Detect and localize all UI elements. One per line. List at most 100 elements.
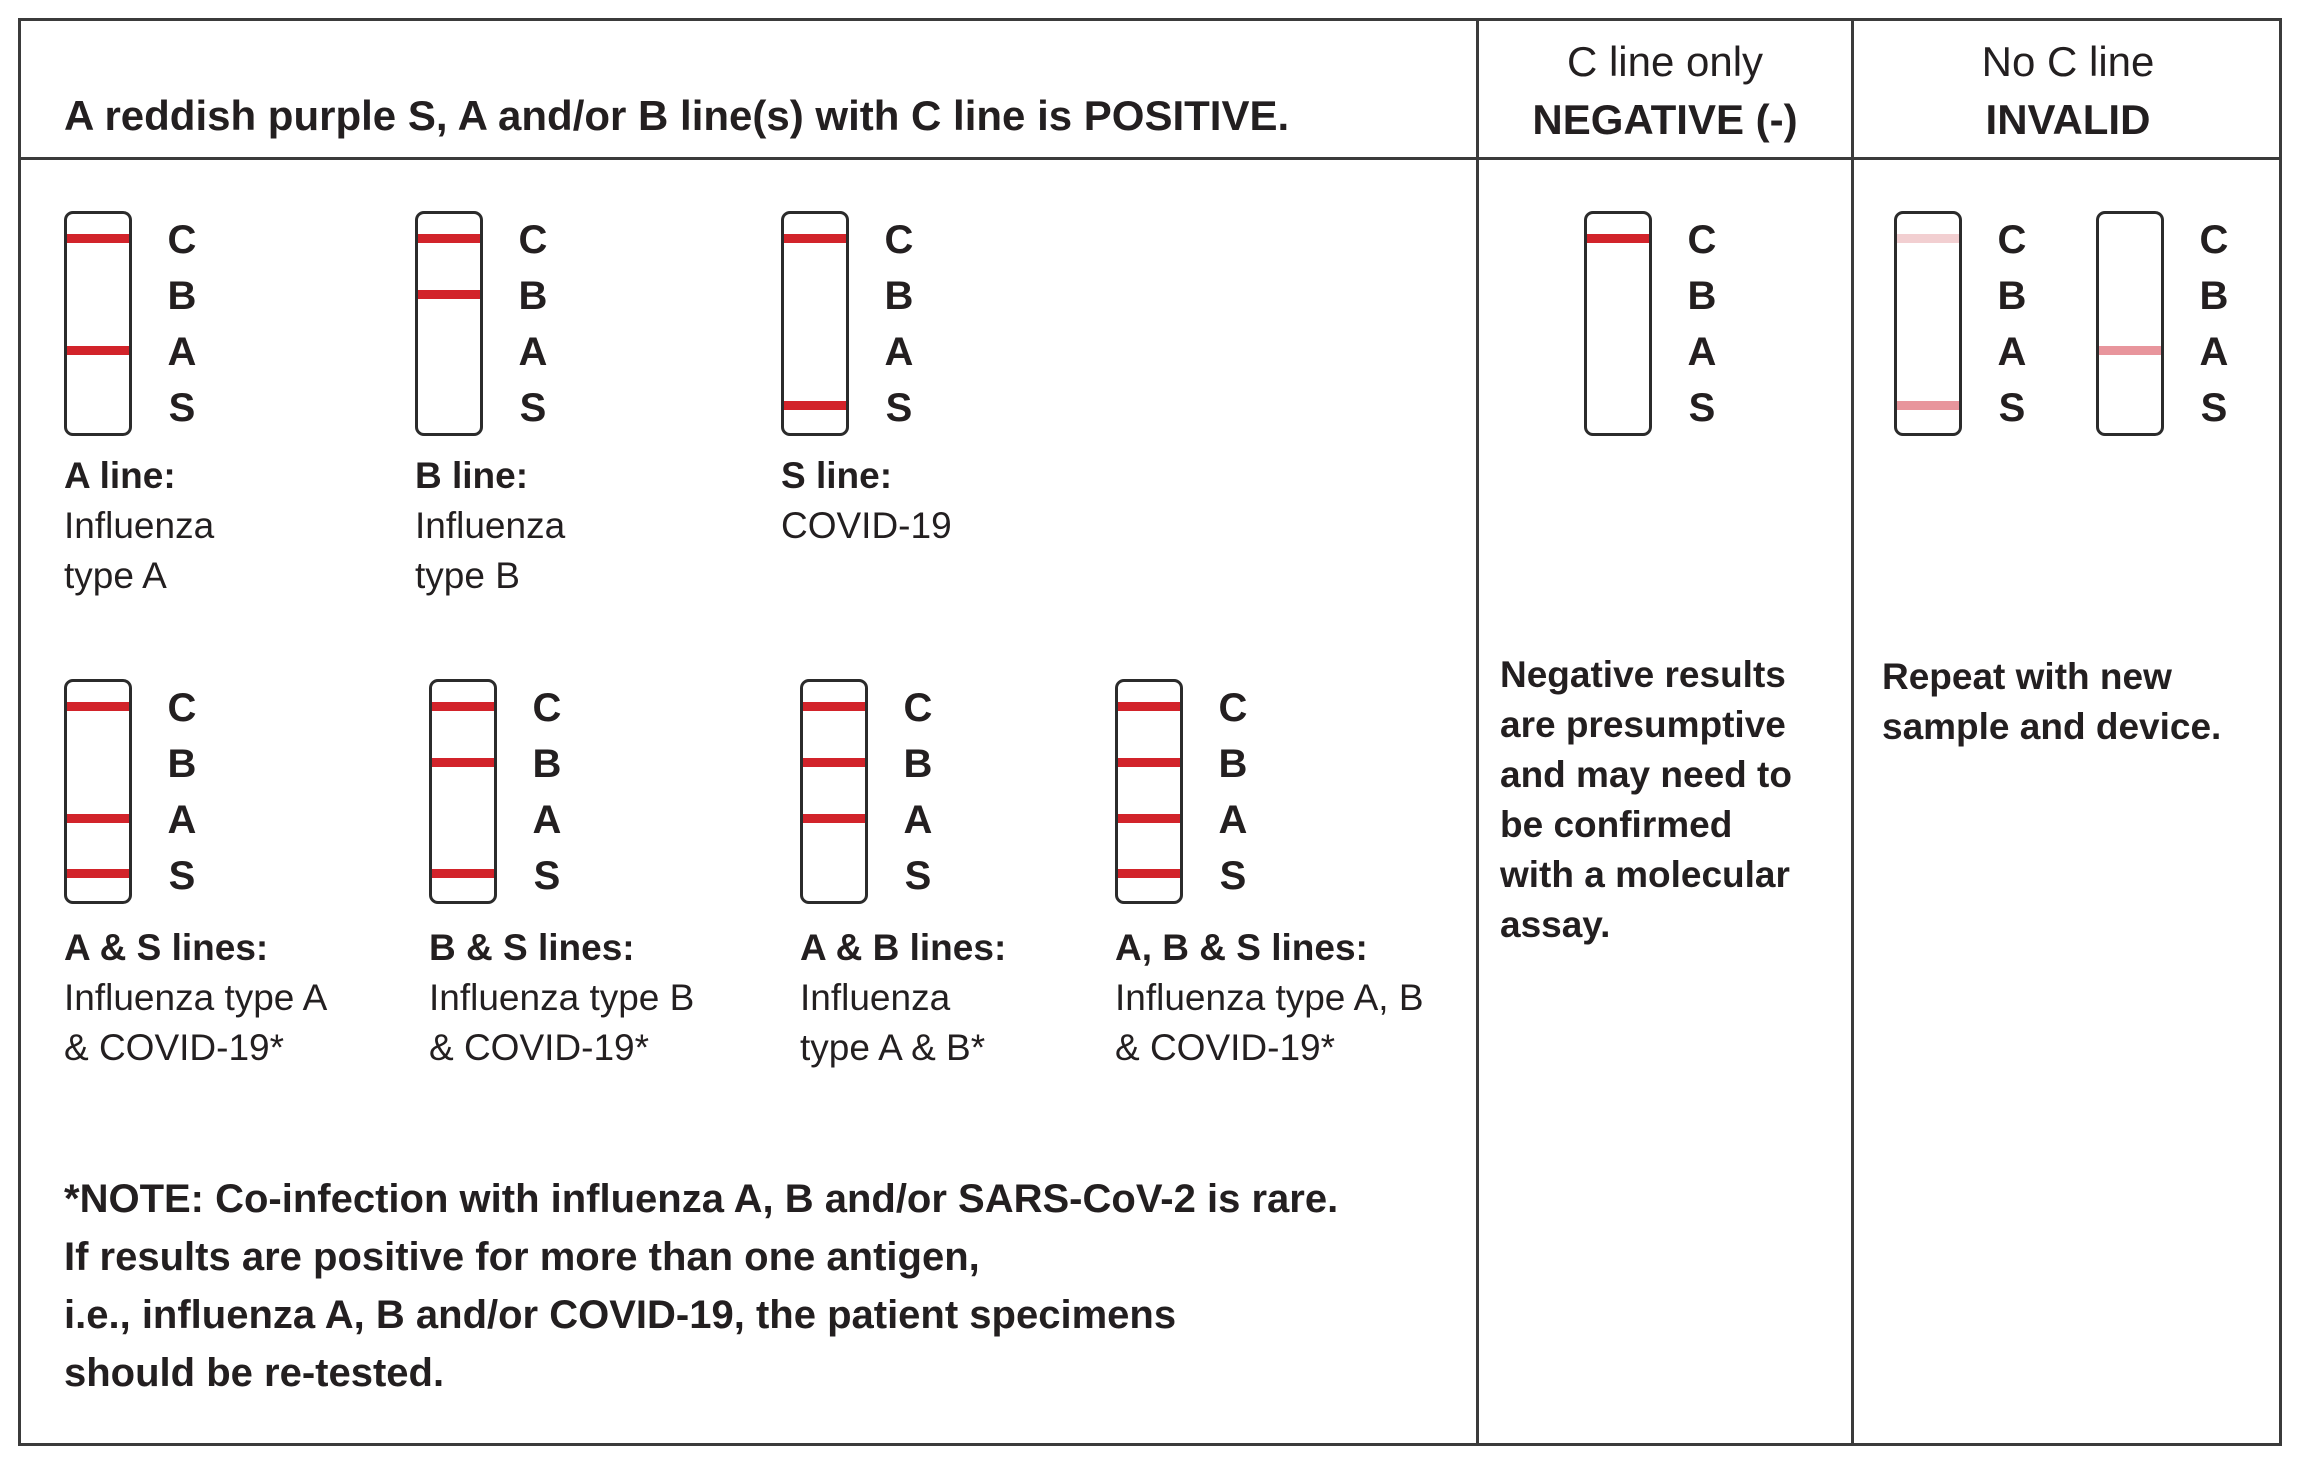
result-caption-line: Influenza type A — [64, 977, 328, 1018]
negative-header-subtitle: C line only — [1566, 38, 1764, 85]
result-caption-line: Influenza type A, B — [1115, 977, 1424, 1018]
result-line-s — [1118, 869, 1180, 878]
strip-letter-a: A — [903, 798, 933, 842]
result-line-a — [2099, 346, 2161, 355]
negative-explanation: Negative results are presumptive and may… — [1500, 650, 1792, 950]
strip-letter-s: S — [168, 386, 196, 430]
result-caption-line: Influenza — [415, 505, 566, 546]
negative-explanation-line: are presumptive — [1500, 704, 1786, 745]
strip-letter-b: B — [518, 274, 548, 318]
result-line-b — [432, 758, 494, 767]
positive-header: A reddish purple S, A and/or B line(s) w… — [64, 92, 1290, 139]
strip-letter-c: C — [2199, 218, 2229, 262]
result-caption-line: Influenza — [64, 505, 215, 546]
result-line-c — [67, 702, 129, 711]
result-line-c — [1897, 234, 1959, 243]
divider-negative — [1476, 18, 1479, 1446]
strip-letter-a: A — [1687, 330, 1717, 374]
result-caption-title: A line: — [64, 455, 176, 496]
result-line-c — [432, 702, 494, 711]
strip-letter-b: B — [1997, 274, 2027, 318]
strip-letter-a: A — [1218, 798, 1248, 842]
invalid-explanation: Repeat with new sample and device. — [1882, 652, 2221, 752]
result-caption-line: & COVID-19* — [429, 1027, 650, 1068]
result-caption-line: type A — [64, 555, 167, 596]
result-caption-line: & COVID-19* — [64, 1027, 285, 1068]
strip-letter-b: B — [2199, 274, 2229, 318]
result-caption-title: A, B & S lines: — [1115, 927, 1368, 968]
result-line-c — [67, 234, 129, 243]
strip-letter-b: B — [1218, 742, 1248, 786]
strip-letter-c: C — [1218, 686, 1248, 730]
result-line-a — [67, 814, 129, 823]
invalid-header-title: INVALID — [1985, 96, 2151, 143]
strip-letter-s: S — [1998, 386, 2026, 430]
coinfection-note: *NOTE: Co-infection with influenza A, B … — [64, 1170, 1338, 1402]
strip-letter-b: B — [532, 742, 562, 786]
results-table-frame — [18, 18, 2282, 1446]
note-line: should be re-tested. — [64, 1351, 445, 1395]
invalid-header-subtitle: No C line — [1981, 38, 2155, 85]
result-caption-title: A & S lines: — [64, 927, 269, 968]
result-caption-title: B & S lines: — [429, 927, 635, 968]
test-strip — [415, 211, 483, 436]
strip-letter-c: C — [884, 218, 914, 262]
test-strip — [429, 679, 497, 904]
result-line-c — [784, 234, 846, 243]
strip-letter-a: A — [167, 330, 197, 374]
result-caption-line: type A & B* — [800, 1027, 986, 1068]
invalid-explanation-line: Repeat with new — [1882, 656, 2172, 697]
strip-letter-s: S — [885, 386, 913, 430]
strip-letter-b: B — [903, 742, 933, 786]
note-line: If results are positive for more than on… — [64, 1235, 980, 1279]
result-caption-title: S line: — [781, 455, 893, 496]
strip-letter-s: S — [168, 854, 196, 898]
strip-letter-s: S — [1688, 386, 1716, 430]
strip-letter-a: A — [884, 330, 914, 374]
result-line-a — [67, 346, 129, 355]
strip-letter-c: C — [167, 686, 197, 730]
result-line-s — [784, 401, 846, 410]
negative-explanation-line: with a molecular — [1500, 854, 1790, 895]
header-divider — [18, 157, 2282, 160]
test-strip — [1584, 211, 1652, 436]
strip-letter-a: A — [1997, 330, 2027, 374]
result-line-s — [67, 869, 129, 878]
test-strip — [64, 211, 132, 436]
test-strip — [1115, 679, 1183, 904]
result-line-a — [1118, 814, 1180, 823]
negative-explanation-line: assay. — [1500, 904, 1611, 945]
strip-letter-s: S — [904, 854, 932, 898]
strip-letter-c: C — [518, 218, 548, 262]
strip-letter-a: A — [2199, 330, 2229, 374]
invalid-explanation-line: sample and device. — [1882, 706, 2222, 747]
result-caption-line: type B — [415, 555, 520, 596]
test-strip — [64, 679, 132, 904]
negative-explanation-line: be confirmed — [1500, 804, 1733, 845]
result-line-a — [803, 814, 865, 823]
result-line-b — [418, 290, 480, 299]
strip-letter-c: C — [1687, 218, 1717, 262]
strip-letter-b: B — [1687, 274, 1717, 318]
strip-letter-a: A — [167, 798, 197, 842]
result-caption-title: B line: — [415, 455, 529, 496]
strip-letter-s: S — [1219, 854, 1247, 898]
strip-letter-c: C — [1997, 218, 2027, 262]
strip-letter-b: B — [167, 274, 197, 318]
result-line-c — [1118, 702, 1180, 711]
test-strip — [781, 211, 849, 436]
test-strip — [800, 679, 868, 904]
strip-letter-s: S — [533, 854, 561, 898]
strip-letter-c: C — [903, 686, 933, 730]
result-line-s — [432, 869, 494, 878]
strip-letter-s: S — [2200, 386, 2228, 430]
result-line-s — [1897, 401, 1959, 410]
result-line-c — [1587, 234, 1649, 243]
result-line-c — [803, 702, 865, 711]
result-caption-line: Influenza — [800, 977, 951, 1018]
result-caption-line: Influenza type B — [429, 977, 695, 1018]
strip-letter-b: B — [884, 274, 914, 318]
result-line-b — [1118, 758, 1180, 767]
strip-letter-s: S — [519, 386, 547, 430]
strip-letter-a: A — [532, 798, 562, 842]
